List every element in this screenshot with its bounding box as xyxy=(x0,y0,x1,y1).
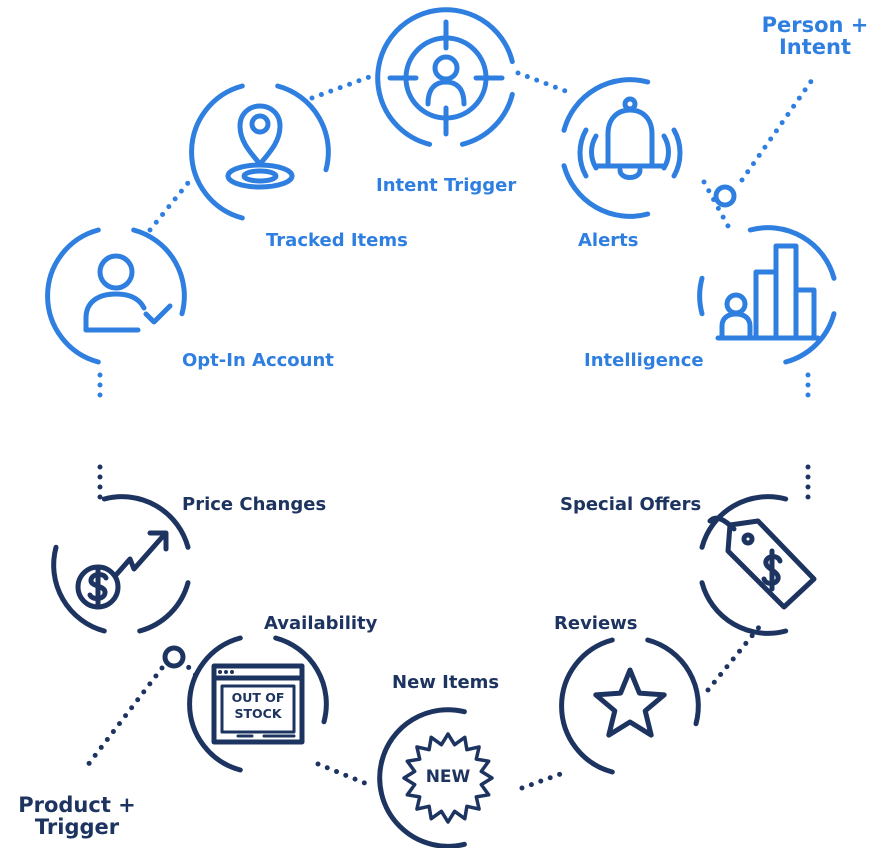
price-tag-dollar-icon xyxy=(707,515,817,610)
ring-arc-bottom xyxy=(377,759,467,848)
connector-availability-new xyxy=(315,761,375,789)
new-items-label: New Items xyxy=(392,672,500,693)
star-icon xyxy=(593,667,667,738)
node-special-offers xyxy=(699,494,817,636)
ring-arc-bottom xyxy=(561,163,651,219)
target-user-icon xyxy=(387,19,505,137)
ring-arc-left xyxy=(697,275,705,317)
connector-reviews-offers xyxy=(705,623,763,693)
ring-arc-left xyxy=(187,635,243,773)
node-new-items xyxy=(377,707,494,848)
connector-intent-alerts xyxy=(515,70,571,95)
out-of-stock-window-icon xyxy=(211,663,305,745)
price-changes-label: Price Changes xyxy=(182,494,327,515)
product-trigger-line1: Product + xyxy=(18,793,136,817)
node-availability xyxy=(187,635,329,773)
reviews-label: Reviews xyxy=(554,613,638,634)
dollar-arrow-icon xyxy=(75,530,169,610)
node-tracked-items xyxy=(189,83,331,221)
out-of-stock-badge: OUT OF STOCK xyxy=(222,690,294,721)
opt-in-account-label: Opt-In Account xyxy=(182,350,334,371)
connector-tracked-intent xyxy=(309,73,375,101)
ring-arc-left xyxy=(559,637,615,775)
ring-arc-right xyxy=(783,311,837,365)
node-price-changes xyxy=(51,494,191,634)
node-intelligence xyxy=(697,225,837,365)
user-check-icon xyxy=(83,253,173,333)
connector-alerts-intelligence xyxy=(701,179,731,229)
node-intent-trigger xyxy=(375,7,515,147)
node-opt-in-account xyxy=(45,227,187,365)
ring-arc-bottom-right xyxy=(459,91,515,147)
ring-arc-top xyxy=(379,707,467,765)
ring-arc-bottom xyxy=(699,580,789,636)
ring-arc-top xyxy=(101,494,191,550)
availability-label: Availability xyxy=(264,613,378,634)
ring-arc-left xyxy=(51,544,107,634)
node-alerts xyxy=(561,77,683,219)
upper-connectors xyxy=(97,70,815,408)
ring-arc-top xyxy=(427,7,515,65)
ring-arc-top xyxy=(747,225,837,281)
ring-arc-right xyxy=(137,580,191,634)
person-intent-label: Person + Intent xyxy=(752,14,878,58)
connector-optin-tracked xyxy=(147,175,195,233)
connector-new-reviews xyxy=(519,769,569,791)
intelligence-label: Intelligence xyxy=(584,350,704,371)
ring-arc-right xyxy=(273,635,329,725)
node-reviews xyxy=(559,637,701,775)
tracked-items-label: Tracked Items xyxy=(266,230,408,251)
ring-arc-right xyxy=(131,227,187,317)
ring-arc-left xyxy=(189,83,245,221)
special-offers-label: Special Offers xyxy=(560,494,702,515)
product-trigger-line2: Trigger xyxy=(34,815,120,840)
connector-person-intent xyxy=(739,77,815,183)
product-trigger-junction xyxy=(162,645,186,669)
ring-arc-top xyxy=(699,494,789,550)
person-intent-junction xyxy=(713,184,737,208)
product-trigger-label: Product + Trigger xyxy=(6,794,148,838)
person-intent-line2: Intent xyxy=(778,35,852,60)
map-pin-icon xyxy=(225,103,295,190)
intent-trigger-label: Intent Trigger xyxy=(376,175,517,196)
out-of-stock-line2: STOCK xyxy=(234,705,282,721)
out-of-stock-line1: OUT OF xyxy=(231,690,285,705)
alerts-label: Alerts xyxy=(578,230,639,251)
ring-arc-left xyxy=(375,9,433,97)
ring-arc-right xyxy=(275,83,331,173)
person-intent-line1: Person + xyxy=(761,13,869,37)
bell-icon xyxy=(577,96,683,180)
ring-arc-top xyxy=(561,77,651,133)
ring-arc-right xyxy=(645,637,701,727)
new-starburst-icon xyxy=(402,732,494,824)
ring-arc-bottom-left xyxy=(377,91,433,147)
bar-chart-person-icon xyxy=(715,243,821,341)
new-badge: NEW xyxy=(425,767,471,787)
connector-product-trigger xyxy=(81,665,165,773)
ring-arc-left xyxy=(45,227,101,365)
